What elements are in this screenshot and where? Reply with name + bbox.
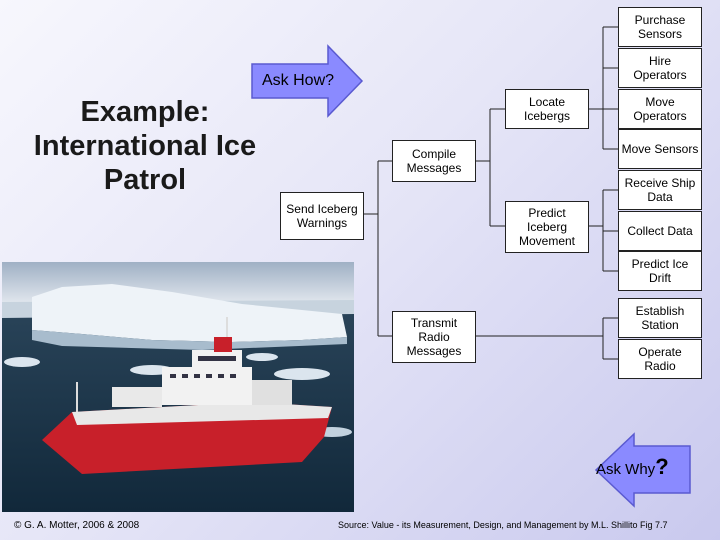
ask-why-label: Ask Why?: [596, 454, 669, 479]
slide-title: Example: International Ice Patrol: [33, 96, 257, 196]
node-move-operators: Move Operators: [618, 89, 702, 129]
node-operate-radio: Operate Radio: [618, 339, 702, 379]
icebreaker-photo: [2, 262, 354, 512]
ask-why-arrow: [594, 432, 691, 508]
node-move-sensors: Move Sensors: [618, 129, 702, 169]
node-predict-movement: Predict Iceberg Movement: [505, 201, 589, 253]
node-compile-messages: Compile Messages: [392, 140, 476, 182]
source-text: Source: Value - its Measurement, Design,…: [338, 520, 668, 530]
ask-how-arrow: [251, 44, 364, 118]
node-establish-station: Establish Station: [618, 298, 702, 338]
ask-how-label: Ask How?: [262, 72, 335, 89]
node-transmit-messages: Transmit Radio Messages: [392, 311, 476, 363]
node-receive-ship-data: Receive Ship Data: [618, 170, 702, 210]
node-predict-ice-drift: Predict Ice Drift: [618, 251, 702, 291]
ask-why-question-mark: ?: [655, 454, 669, 479]
node-collect-data: Collect Data: [618, 211, 702, 251]
node-hire-operators: Hire Operators: [618, 48, 702, 88]
copyright-text: © G. A. Motter, 2006 & 2008: [14, 520, 140, 531]
node-locate-icebergs: Locate Icebergs: [505, 89, 589, 129]
node-purchase-sensors: Purchase Sensors: [618, 7, 702, 47]
node-send-warnings: Send Iceberg Warnings: [280, 192, 364, 240]
